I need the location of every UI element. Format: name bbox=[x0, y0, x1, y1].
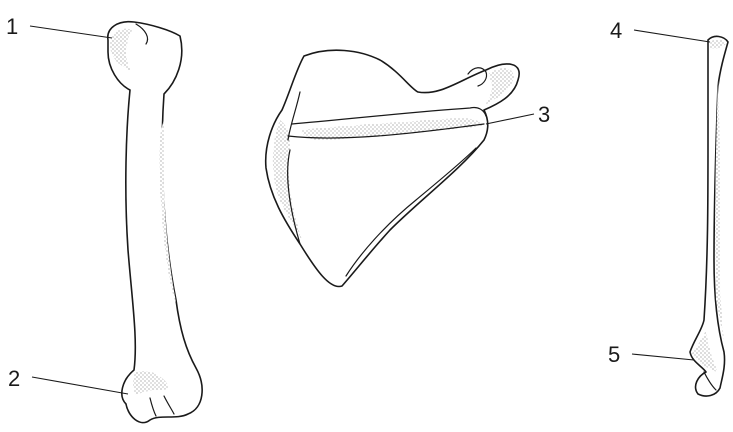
leader-1 bbox=[30, 26, 112, 38]
humerus-outline bbox=[108, 22, 202, 423]
ulna-figure bbox=[690, 36, 728, 396]
label-4: 4 bbox=[610, 18, 622, 43]
scapula-outline bbox=[266, 50, 519, 286]
label-1: 1 bbox=[6, 14, 18, 39]
scapula-figure bbox=[266, 50, 519, 286]
label-3: 3 bbox=[538, 102, 550, 127]
label-2: 2 bbox=[8, 366, 20, 391]
leader-3 bbox=[486, 114, 534, 124]
label-5: 5 bbox=[608, 342, 620, 367]
leader-2 bbox=[32, 377, 128, 394]
leader-4 bbox=[634, 30, 710, 42]
ulna-outline bbox=[690, 36, 728, 396]
humerus-figure bbox=[108, 22, 202, 423]
leader-5 bbox=[632, 354, 694, 360]
